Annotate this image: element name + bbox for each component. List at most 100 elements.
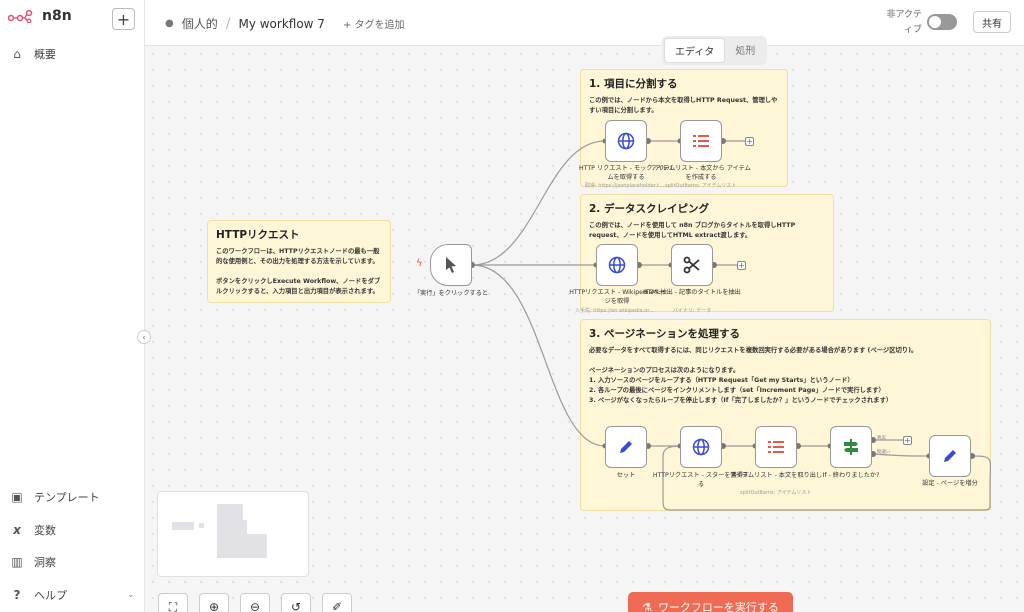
sidebar-item-label: 変数 bbox=[34, 524, 56, 537]
node-label: アイテムリスト - 本文を取り出し bbox=[729, 472, 823, 479]
node-label: HTTPリクエスト - Wikipediaページを取得 bbox=[569, 289, 665, 305]
add-node-plus[interactable]: + bbox=[903, 436, 912, 445]
sticky-title: 3. ページネーションを処理する bbox=[589, 328, 741, 340]
zoom-out-button[interactable]: ⊖ bbox=[240, 593, 270, 612]
project-link[interactable]: 個人的 bbox=[181, 17, 218, 31]
sticky-note-pagination[interactable]: 3. ページネーションを処理する 必要なデータをすべて取得するには、同じリクエス… bbox=[580, 319, 991, 511]
brand-logo[interactable]: n8n bbox=[8, 8, 72, 24]
sticky-title: HTTPリクエスト bbox=[216, 229, 300, 241]
minimap[interactable] bbox=[157, 491, 309, 577]
sidebar-item-label: 洞察 bbox=[34, 556, 56, 569]
node-label: アイテムリスト - 本文から アイテムを作成する bbox=[651, 165, 751, 181]
zoom-out-icon: ⊖ bbox=[249, 600, 261, 612]
variables-icon: x bbox=[13, 523, 21, 537]
set-node[interactable] bbox=[605, 426, 647, 468]
sidebar-item-variables[interactable]: x 変数 bbox=[10, 520, 56, 540]
node-label: 設定 - ページを増分 bbox=[922, 480, 978, 487]
sticky-body: この例では、ノードから本文を取得しHTTP Request、管理しやすい項目に分… bbox=[589, 97, 778, 114]
sticky-body: このワークフローは、HTTPリクエストノードの最も一般的な使用例と、その出力を処… bbox=[216, 248, 381, 295]
cursor-icon bbox=[446, 257, 456, 273]
sidebar-item-templates[interactable]: ▣ テンプレート bbox=[10, 487, 100, 507]
tidy-up-button[interactable]: ✐ bbox=[322, 593, 352, 612]
sidebar-item-insights[interactable]: ▥ 洞察 bbox=[10, 552, 56, 572]
sticky-body: 必要なデータをすべて取得するには、同じリクエストを複数回実行する必要がある場合が… bbox=[589, 347, 918, 404]
share-button[interactable]: 共有 bbox=[973, 11, 1011, 33]
undo-icon: ↺ bbox=[290, 600, 302, 612]
globe-icon bbox=[608, 256, 626, 274]
user-icon: ● bbox=[165, 18, 174, 29]
tab-editor[interactable]: エディタ bbox=[664, 38, 726, 63]
node-subtitle: 入手先: https://en.wikipedia.or... bbox=[575, 308, 654, 314]
pencil-icon bbox=[944, 450, 956, 462]
add-tag-button[interactable]: + タグを追加 bbox=[342, 20, 405, 31]
http-request-node[interactable] bbox=[596, 244, 638, 286]
http-request-node[interactable] bbox=[605, 120, 647, 162]
add-node-plus[interactable]: + bbox=[737, 261, 746, 270]
sidebar-item-help[interactable]: ? ヘルプ ⌄ bbox=[10, 585, 135, 605]
item-lists-node[interactable] bbox=[755, 426, 797, 468]
sidebar: n8n + ⌂ 概要 ▣ テンプレート x 変数 ▥ 洞察 ? ヘルプ ⌄ bbox=[0, 0, 145, 612]
node-subtitle: splitOutItems: アイテムリスト bbox=[740, 490, 812, 496]
node-subtitle: バイナリ: データ bbox=[673, 308, 712, 314]
scissors-icon bbox=[683, 256, 700, 274]
workflow-name[interactable]: My workflow 7 bbox=[238, 16, 325, 31]
inactive-label: 非アクティブ bbox=[886, 10, 922, 35]
header: ● 個人的 / My workflow 7 + タグを追加 非アクティブ 共有 bbox=[145, 0, 1024, 46]
sticky-title: 2. データスクレイピング bbox=[589, 203, 709, 215]
sidebar-item-label: テンプレート bbox=[34, 491, 100, 504]
zoom-in-button[interactable]: ⊕ bbox=[199, 593, 229, 612]
flask-icon: ⚗ bbox=[642, 600, 652, 612]
sticky-note-main[interactable]: HTTPリクエスト このワークフローは、HTTPリクエストノードの最も一般的な使… bbox=[207, 220, 391, 303]
globe-icon bbox=[692, 438, 710, 456]
node-subtitle: splitOutItems: アイテムリスト bbox=[665, 183, 737, 189]
signpost-icon bbox=[844, 439, 858, 455]
sidebar-item-label: 概要 bbox=[34, 48, 56, 61]
tab-executions[interactable]: 処刑 bbox=[735, 46, 756, 57]
template-icon: ▣ bbox=[11, 490, 23, 504]
lightning-icon: ϟ bbox=[416, 258, 423, 269]
fit-view-icon: ⛶ bbox=[168, 599, 178, 612]
pencil-icon bbox=[620, 441, 632, 453]
list-icon bbox=[768, 441, 784, 453]
node-label: HTTPリクエスト - スターを獲得する bbox=[652, 472, 750, 488]
if-node[interactable] bbox=[830, 426, 872, 468]
node-label: セット bbox=[616, 472, 636, 479]
add-button[interactable]: + bbox=[112, 8, 135, 30]
node-label: HTML抽出 - 記事のタイトルを抽出 bbox=[643, 289, 741, 296]
add-node-plus[interactable]: + bbox=[745, 137, 754, 146]
node-subtitle: 取得: https://jsonplaceholder.t... bbox=[585, 183, 664, 189]
sticky-body: この例では、ノードを使用して n8n ブログからタイトルを取得しHTTP req… bbox=[589, 222, 796, 239]
view-tabs: エディタ 処刑 bbox=[662, 36, 768, 65]
manual-trigger-node[interactable] bbox=[430, 244, 472, 286]
execute-workflow-label: ワークフローを実行する bbox=[657, 601, 779, 612]
zoom-in-icon: ⊕ bbox=[208, 600, 220, 612]
collapse-sidebar-button[interactable]: ‹ bbox=[137, 330, 151, 344]
breadcrumb-separator: / bbox=[225, 15, 231, 32]
item-lists-node[interactable] bbox=[680, 120, 722, 162]
workflow-canvas[interactable]: エディタ 処刑 HTTPリクエスト このワークフローは、HTTPリクエストノード… bbox=[145, 36, 1024, 612]
active-toggle[interactable] bbox=[927, 14, 957, 30]
fit-view-button[interactable]: ⛶ bbox=[158, 593, 188, 612]
brand-name: n8n bbox=[42, 8, 72, 24]
sidebar-item-label: ヘルプ bbox=[34, 589, 67, 602]
set-node[interactable] bbox=[929, 435, 971, 477]
home-icon: ⌂ bbox=[13, 47, 21, 61]
http-request-node[interactable] bbox=[680, 426, 722, 468]
sticky-title: 1. 項目に分割する bbox=[589, 78, 678, 90]
globe-icon bbox=[617, 132, 635, 150]
list-icon bbox=[693, 135, 709, 147]
branch-label-true: 真実 bbox=[877, 436, 886, 441]
node-label: HTTP リクエスト - モック アルバムを取得する bbox=[579, 165, 673, 181]
insights-icon: ▥ bbox=[11, 555, 23, 569]
node-label: If - 終わりましたか? bbox=[822, 472, 880, 479]
node-label: 「実行」をクリックすると bbox=[413, 290, 489, 297]
broom-icon: ✐ bbox=[331, 600, 343, 612]
n8n-logo-icon bbox=[8, 9, 33, 23]
html-extract-node[interactable] bbox=[671, 244, 713, 286]
execute-workflow-button[interactable]: ⚗ ワークフローを実行する bbox=[628, 592, 793, 612]
branch-label-false: 間違い bbox=[877, 450, 891, 455]
help-icon: ? bbox=[13, 588, 21, 602]
sidebar-item-overview[interactable]: ⌂ 概要 bbox=[10, 44, 56, 64]
breadcrumb: ● 個人的 / My workflow 7 + タグを追加 bbox=[165, 15, 405, 32]
reset-zoom-button[interactable]: ↺ bbox=[281, 593, 311, 612]
